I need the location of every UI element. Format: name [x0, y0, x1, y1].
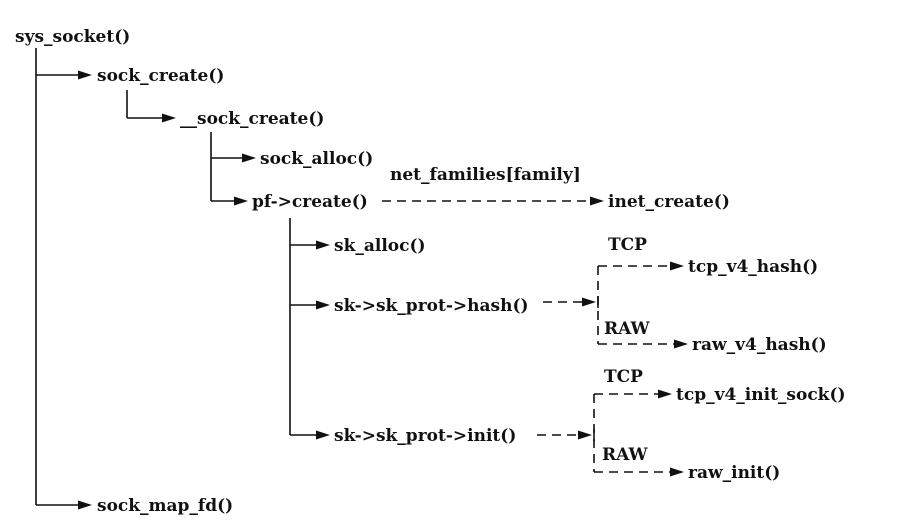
arrowhead-sk-prot-init	[316, 430, 330, 440]
node-sock-alloc: sock_alloc()	[260, 149, 373, 169]
node-sk-alloc: sk_alloc()	[334, 236, 426, 256]
label-tcp-init: TCP	[604, 367, 643, 387]
arrowhead-inet-create	[590, 196, 604, 206]
arrowhead-sock-alloc	[242, 153, 256, 163]
arrowhead-sk-alloc	[316, 240, 330, 250]
arrowhead-sock-create	[78, 70, 92, 80]
node-sock-create: sock_create()	[97, 66, 224, 86]
label-raw-init: RAW	[602, 445, 648, 465]
arrowhead-__sock-create	[162, 113, 176, 123]
arrowhead-raw-init	[670, 467, 684, 477]
node-tcp-v4-init-sock: tcp_v4_init_sock()	[676, 385, 846, 405]
node-tcp-v4-hash: tcp_v4_hash()	[688, 257, 818, 277]
arrowhead-raw-v4-hash	[674, 339, 688, 349]
arrowhead-sk-prot-hash	[316, 300, 330, 310]
node-__sock-create: __sock_create()	[180, 109, 324, 129]
node-raw-v4-hash: raw_v4_hash()	[692, 335, 827, 355]
arrowhead-tcp-v4-init-sock	[658, 389, 672, 399]
label-raw-hash: RAW	[604, 319, 650, 339]
node-sock-map-fd: sock_map_fd()	[97, 496, 233, 516]
node-raw-init: raw_init()	[688, 463, 780, 483]
label-tcp-hash: TCP	[608, 235, 647, 255]
node-pf-create: pf->create()	[252, 192, 368, 212]
node-sk-prot-init: sk->sk_prot->init()	[334, 426, 516, 446]
label-net-families: net_families[family]	[390, 165, 581, 185]
arrowhead-sock-map-fd	[78, 500, 92, 510]
arrowhead-init-dispatch	[578, 430, 592, 440]
node-sys-socket: sys_socket()	[15, 27, 130, 47]
arrowhead-pf-create	[234, 196, 248, 206]
arrowhead-tcp-v4-hash	[670, 261, 684, 271]
node-sk-prot-hash: sk->sk_prot->hash()	[334, 296, 529, 316]
arrowhead-hash-dispatch	[582, 297, 596, 307]
node-inet-create: inet_create()	[608, 192, 730, 212]
